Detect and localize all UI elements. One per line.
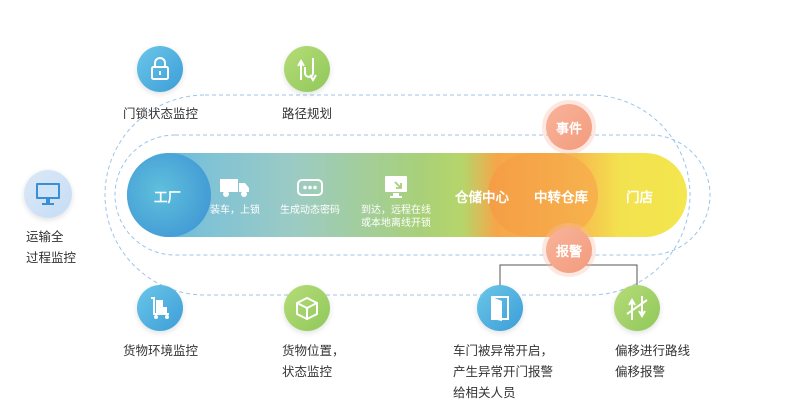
cargo-feature-label: 货物环境监控 [123, 343, 199, 358]
stage-store: 门店 [626, 190, 653, 206]
deviation-feature-label: 偏移进行路线 偏移报警 [615, 343, 691, 379]
deviation-feature-circle [614, 285, 660, 331]
event-badge: 事件 [546, 104, 592, 150]
event-badge-label: 事件 [555, 121, 582, 137]
door-feature-label: 车门被异常开启， 产生异常开门报警 给相关人员 [453, 343, 554, 400]
open-door-icon [491, 296, 509, 321]
lock-icon [151, 57, 169, 80]
lock-feature-label: 门锁状态监控 [123, 106, 199, 121]
inner-dashed-loop [114, 134, 711, 256]
alarm-badge: 报警 [546, 227, 592, 273]
monitor-icon [36, 183, 60, 205]
keypad-icon [297, 179, 323, 196]
package-icon [296, 296, 318, 321]
stage-factory: 工厂 [154, 190, 181, 206]
truck-icon [220, 179, 249, 197]
step-dynamic-password: 生成动态密码 [275, 176, 345, 217]
step-loading: 装车，上锁 [205, 176, 265, 217]
stage-warehouse: 仓储中心 [455, 190, 509, 206]
step-label-line1: 到达，远程在线 [361, 205, 431, 216]
cargo-cart-icon [151, 297, 169, 319]
stage-transfer: 中转仓库 [534, 190, 588, 206]
route-feature-circle [284, 46, 330, 92]
transfer-blob [488, 153, 598, 237]
monitor-feature-label: 运输全 过程监控 [26, 229, 77, 265]
step-label: 装车，上锁 [210, 205, 260, 216]
route-feature-label: 路径规划 [282, 106, 333, 121]
step-label: 生成动态密码 [280, 205, 340, 216]
monitor-feature-circle [24, 170, 72, 218]
factory-circle [127, 153, 211, 237]
route-icon [297, 58, 317, 82]
lock-feature-circle [137, 46, 183, 92]
door-feature-circle [477, 285, 523, 331]
alarm-badge-label: 报警 [555, 244, 582, 260]
deviation-icon [626, 296, 648, 320]
package-feature-label: 货物位置， 状态监控 [282, 343, 345, 379]
step-unlock: 到达，远程在线 或本地离线开锁 [355, 174, 437, 230]
step-label-line2: 或本地离线开锁 [361, 218, 431, 229]
cargo-feature-circle [137, 285, 183, 331]
monitor-arrow-icon [385, 176, 407, 198]
package-feature-circle [284, 285, 330, 331]
